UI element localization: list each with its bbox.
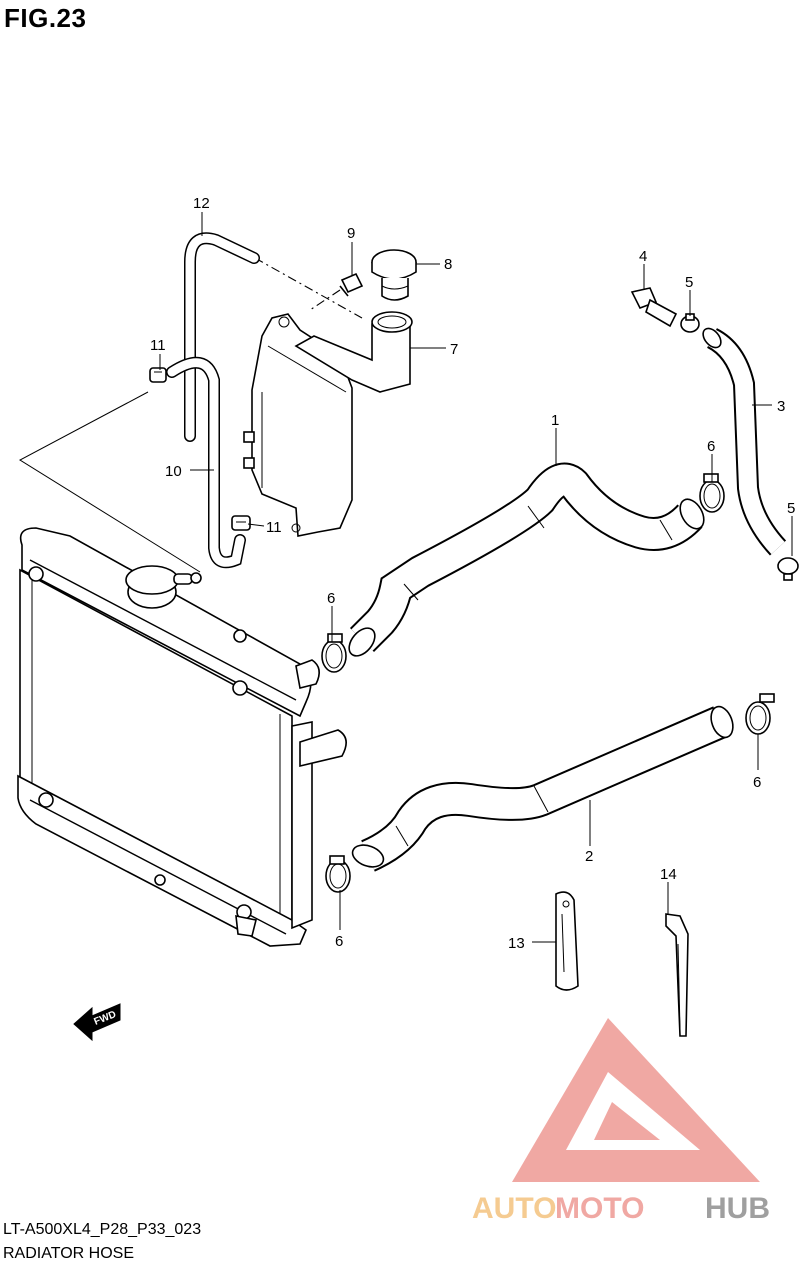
cable-tie-14 — [665, 913, 689, 1037]
hose-3 — [702, 327, 787, 556]
callout-4: 4 — [639, 248, 647, 265]
clamp-11-lower — [231, 515, 251, 531]
bolt-9 — [339, 272, 364, 297]
fwd-arrow-icon: FWD — [73, 1003, 121, 1042]
radiator — [17, 527, 347, 947]
lower-radiator-hose-2 — [351, 705, 734, 872]
leader-lines — [159, 212, 793, 943]
watermark-hub: HUB — [705, 1192, 770, 1225]
figure-title: FIG.23 — [4, 3, 87, 33]
callout-11a: 11 — [150, 337, 166, 354]
vent-hose-12 — [184, 232, 260, 442]
clamp-11-upper — [149, 367, 167, 383]
callout-11b: 11 — [266, 519, 282, 536]
callout-13: 13 — [508, 935, 525, 952]
figure-code: LT-A500XL4_P28_P33_023 — [3, 1221, 202, 1238]
clamp-6-c — [745, 693, 775, 735]
watermark-auto: AUTO — [472, 1192, 556, 1225]
callout-6a: 6 — [327, 590, 335, 607]
callout-12: 12 — [193, 195, 210, 212]
callout-7: 7 — [450, 341, 458, 358]
clamp-6-a — [321, 633, 347, 673]
callout-6c: 6 — [753, 774, 761, 791]
clamp-5-upper — [680, 313, 700, 333]
overflow-hose-10 — [166, 356, 246, 569]
upper-radiator-hose-1 — [348, 462, 705, 657]
callout-6b: 6 — [707, 438, 715, 455]
figure-name: RADIATOR HOSE — [3, 1245, 134, 1262]
callout-5b: 5 — [787, 500, 795, 517]
reservoir-tank — [243, 311, 413, 537]
callout-14: 14 — [660, 866, 677, 883]
fitting-4 — [630, 287, 678, 328]
reference-lines — [18, 257, 363, 573]
callout-2: 2 — [585, 848, 593, 865]
callout-1: 1 — [551, 412, 559, 429]
clamp-6-b — [699, 473, 725, 513]
callout-10: 10 — [165, 463, 182, 480]
reservoir-cap — [371, 249, 417, 301]
clamp-5-lower — [777, 557, 799, 581]
automotohub-watermark: AUTO MOTO HUB — [472, 1018, 770, 1225]
callout-8: 8 — [444, 256, 452, 273]
band-13 — [555, 891, 579, 991]
clamp-6-d — [325, 855, 351, 893]
callout-3: 3 — [777, 398, 785, 415]
watermark-moto: MOTO — [555, 1192, 644, 1225]
callout-6d: 6 — [335, 933, 343, 950]
callouts: 1 2 3 4 5 5 6 6 6 6 7 8 9 10 11 11 12 13… — [150, 195, 795, 952]
callout-9: 9 — [347, 225, 355, 242]
callout-5a: 5 — [685, 274, 693, 291]
